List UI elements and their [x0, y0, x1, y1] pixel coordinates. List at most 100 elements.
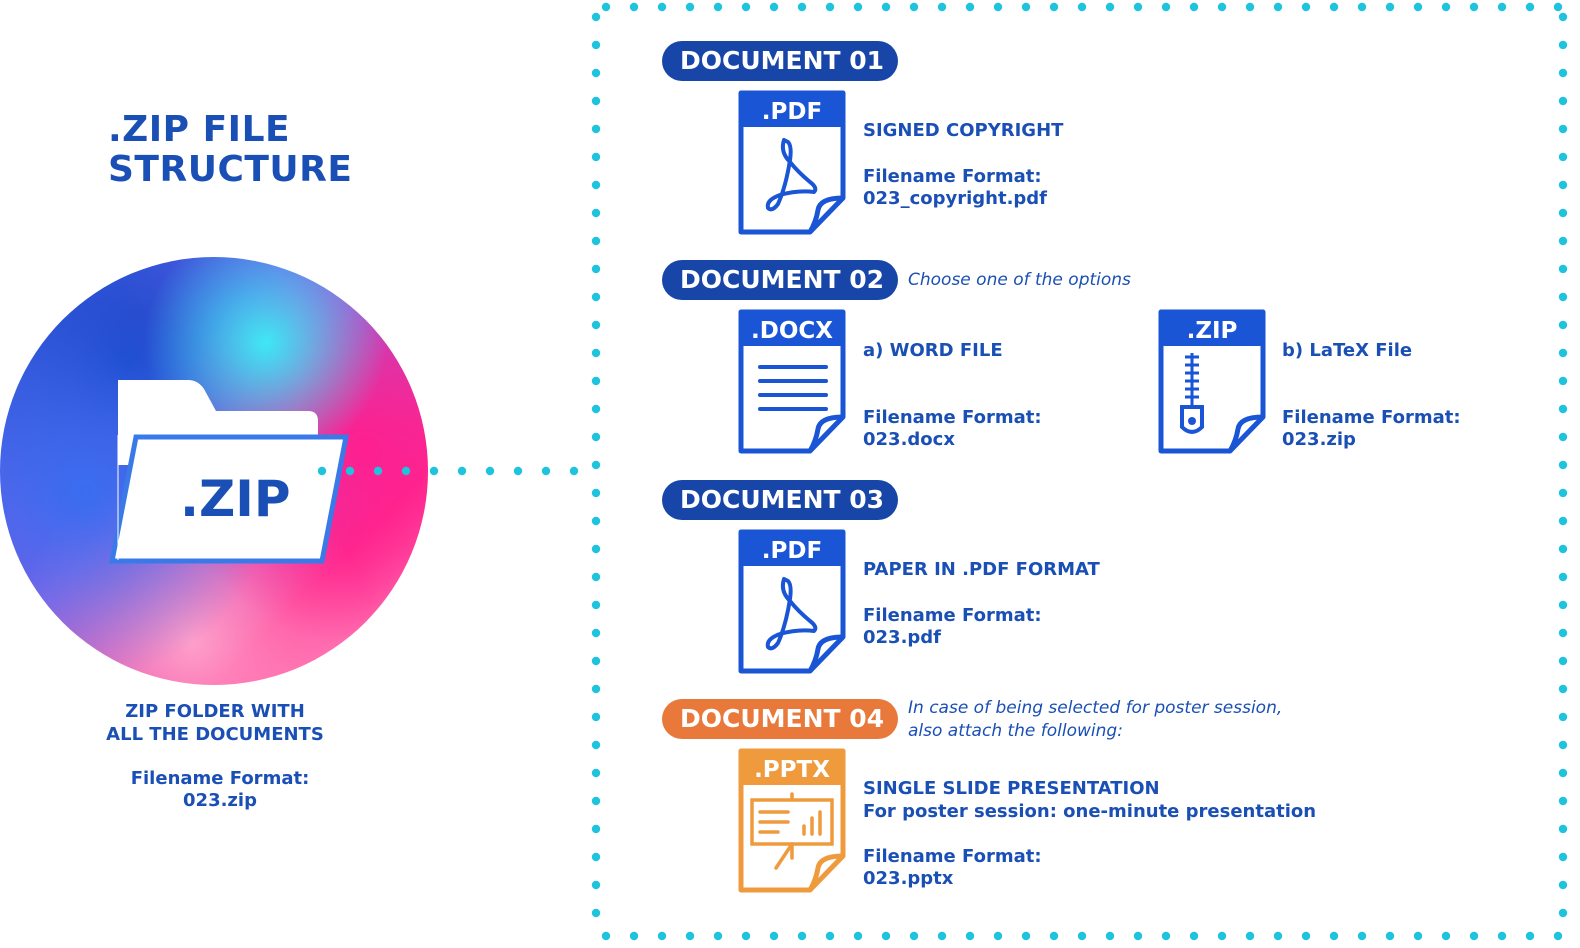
frame-dot: [1021, 2, 1031, 12]
frame-dot: [629, 931, 639, 941]
format-value: 023.zip: [1282, 429, 1356, 450]
zip-file-icon: .ZIP: [1158, 309, 1266, 454]
frame-dot: [1558, 572, 1568, 582]
frame-dot: [1558, 852, 1568, 862]
frame-dot: [591, 40, 601, 50]
folder-icon: [108, 380, 350, 564]
frame-dot: [591, 348, 601, 358]
frame-dot: [1558, 740, 1568, 750]
frame-dot: [1525, 931, 1535, 941]
frame-dot: [1558, 432, 1568, 442]
frame-dot: [591, 768, 601, 778]
frame-dot: [591, 460, 601, 470]
frame-dot: [1021, 931, 1031, 941]
frame-dot: [1525, 2, 1535, 12]
file-ext-label: .DOCX: [751, 318, 833, 344]
frame-dot: [591, 432, 601, 442]
frame-dot: [797, 2, 807, 12]
frame-dot: [1558, 488, 1568, 498]
frame-dot: [993, 931, 1003, 941]
note-line-2: also attach the following:: [908, 721, 1123, 741]
frame-dot: [1413, 2, 1423, 12]
frame-dot: [713, 2, 723, 12]
frame-dot: [1558, 768, 1568, 778]
format-label: Filename Format:: [1282, 407, 1461, 428]
file-ext-label: .ZIP: [1187, 318, 1238, 344]
document-01-badge: DOCUMENT 01: [662, 41, 898, 81]
frame-dot: [1217, 2, 1227, 12]
format-value: 023.pdf: [863, 627, 942, 648]
frame-dot: [591, 320, 601, 330]
connector-dot: [401, 466, 411, 476]
frame-dot: [1558, 796, 1568, 806]
frame-dot: [937, 931, 947, 941]
frame-dot: [591, 376, 601, 386]
frame-dot: [993, 2, 1003, 12]
frame-dot: [965, 931, 975, 941]
frame-dot: [1357, 931, 1367, 941]
document-04-format: Filename Format: 023.pptx: [863, 846, 1042, 890]
frame-dot: [657, 2, 667, 12]
frame-dot: [937, 2, 947, 12]
frame-dot: [1558, 460, 1568, 470]
file-ext-label: .PDF: [762, 99, 822, 125]
format-value: 023.zip: [183, 790, 257, 811]
format-label: Filename Format:: [863, 407, 1042, 428]
frame-dot: [591, 908, 601, 918]
format-label: Filename Format:: [863, 605, 1042, 626]
frame-dot: [1558, 96, 1568, 106]
frame-dot: [1161, 2, 1171, 12]
frame-dot: [1558, 880, 1568, 890]
frame-dot: [1558, 348, 1568, 358]
page-title: .ZIP FILE STRUCTURE: [108, 110, 352, 190]
frame-dot: [1189, 931, 1199, 941]
frame-dot: [1558, 376, 1568, 386]
frame-dot: [591, 96, 601, 106]
zip-folder-format: Filename Format: 023.zip: [90, 768, 350, 812]
frame-dot: [591, 684, 601, 694]
frame-dot: [1558, 824, 1568, 834]
frame-dot: [591, 796, 601, 806]
frame-dot: [1217, 931, 1227, 941]
frame-dot: [1413, 931, 1423, 941]
document-04-subtitle: For poster session: one-minute presentat…: [863, 801, 1317, 822]
frame-dot: [1558, 404, 1568, 414]
frame-dot: [1077, 2, 1087, 12]
frame-dot: [1385, 931, 1395, 941]
note-line-1: In case of being selected for poster ses…: [908, 698, 1283, 718]
frame-dot: [909, 931, 919, 941]
frame-dot: [1105, 2, 1115, 12]
frame-dot: [591, 572, 601, 582]
connector-dot: [513, 466, 523, 476]
frame-dot: [591, 628, 601, 638]
frame-dot: [1558, 320, 1568, 330]
connector-dots: [318, 466, 579, 476]
frame-dot: [1558, 544, 1568, 554]
frame-dot: [1558, 292, 1568, 302]
frame-dot: [591, 824, 601, 834]
frame-dot: [881, 2, 891, 12]
caption-line-2: ALL THE DOCUMENTS: [106, 724, 324, 745]
connector-dot: [429, 466, 439, 476]
frame-dot: [591, 292, 601, 302]
frame-dot: [1558, 712, 1568, 722]
frame-dot: [591, 236, 601, 246]
frame-dot: [685, 2, 695, 12]
pptx-file-icon: .PPTX: [738, 748, 846, 893]
frame-dot: [1273, 2, 1283, 12]
format-value: 023_copyright.pdf: [863, 188, 1048, 209]
document-02-option-a-format: Filename Format: 023.docx: [863, 407, 1042, 451]
frame-dot: [629, 2, 639, 12]
document-04-badge: DOCUMENT 04: [662, 699, 898, 739]
frame-dot: [1558, 208, 1568, 218]
frame-dot: [713, 931, 723, 941]
frame-dot: [881, 931, 891, 941]
frame-dot: [1273, 931, 1283, 941]
frame-dot: [797, 931, 807, 941]
pdf-file-icon: .PDF: [738, 529, 846, 674]
frame-dot: [1558, 600, 1568, 610]
frame-dot: [825, 931, 835, 941]
frame-dot: [825, 2, 835, 12]
frame-dot: [591, 852, 601, 862]
document-02-badge: DOCUMENT 02: [662, 260, 898, 300]
